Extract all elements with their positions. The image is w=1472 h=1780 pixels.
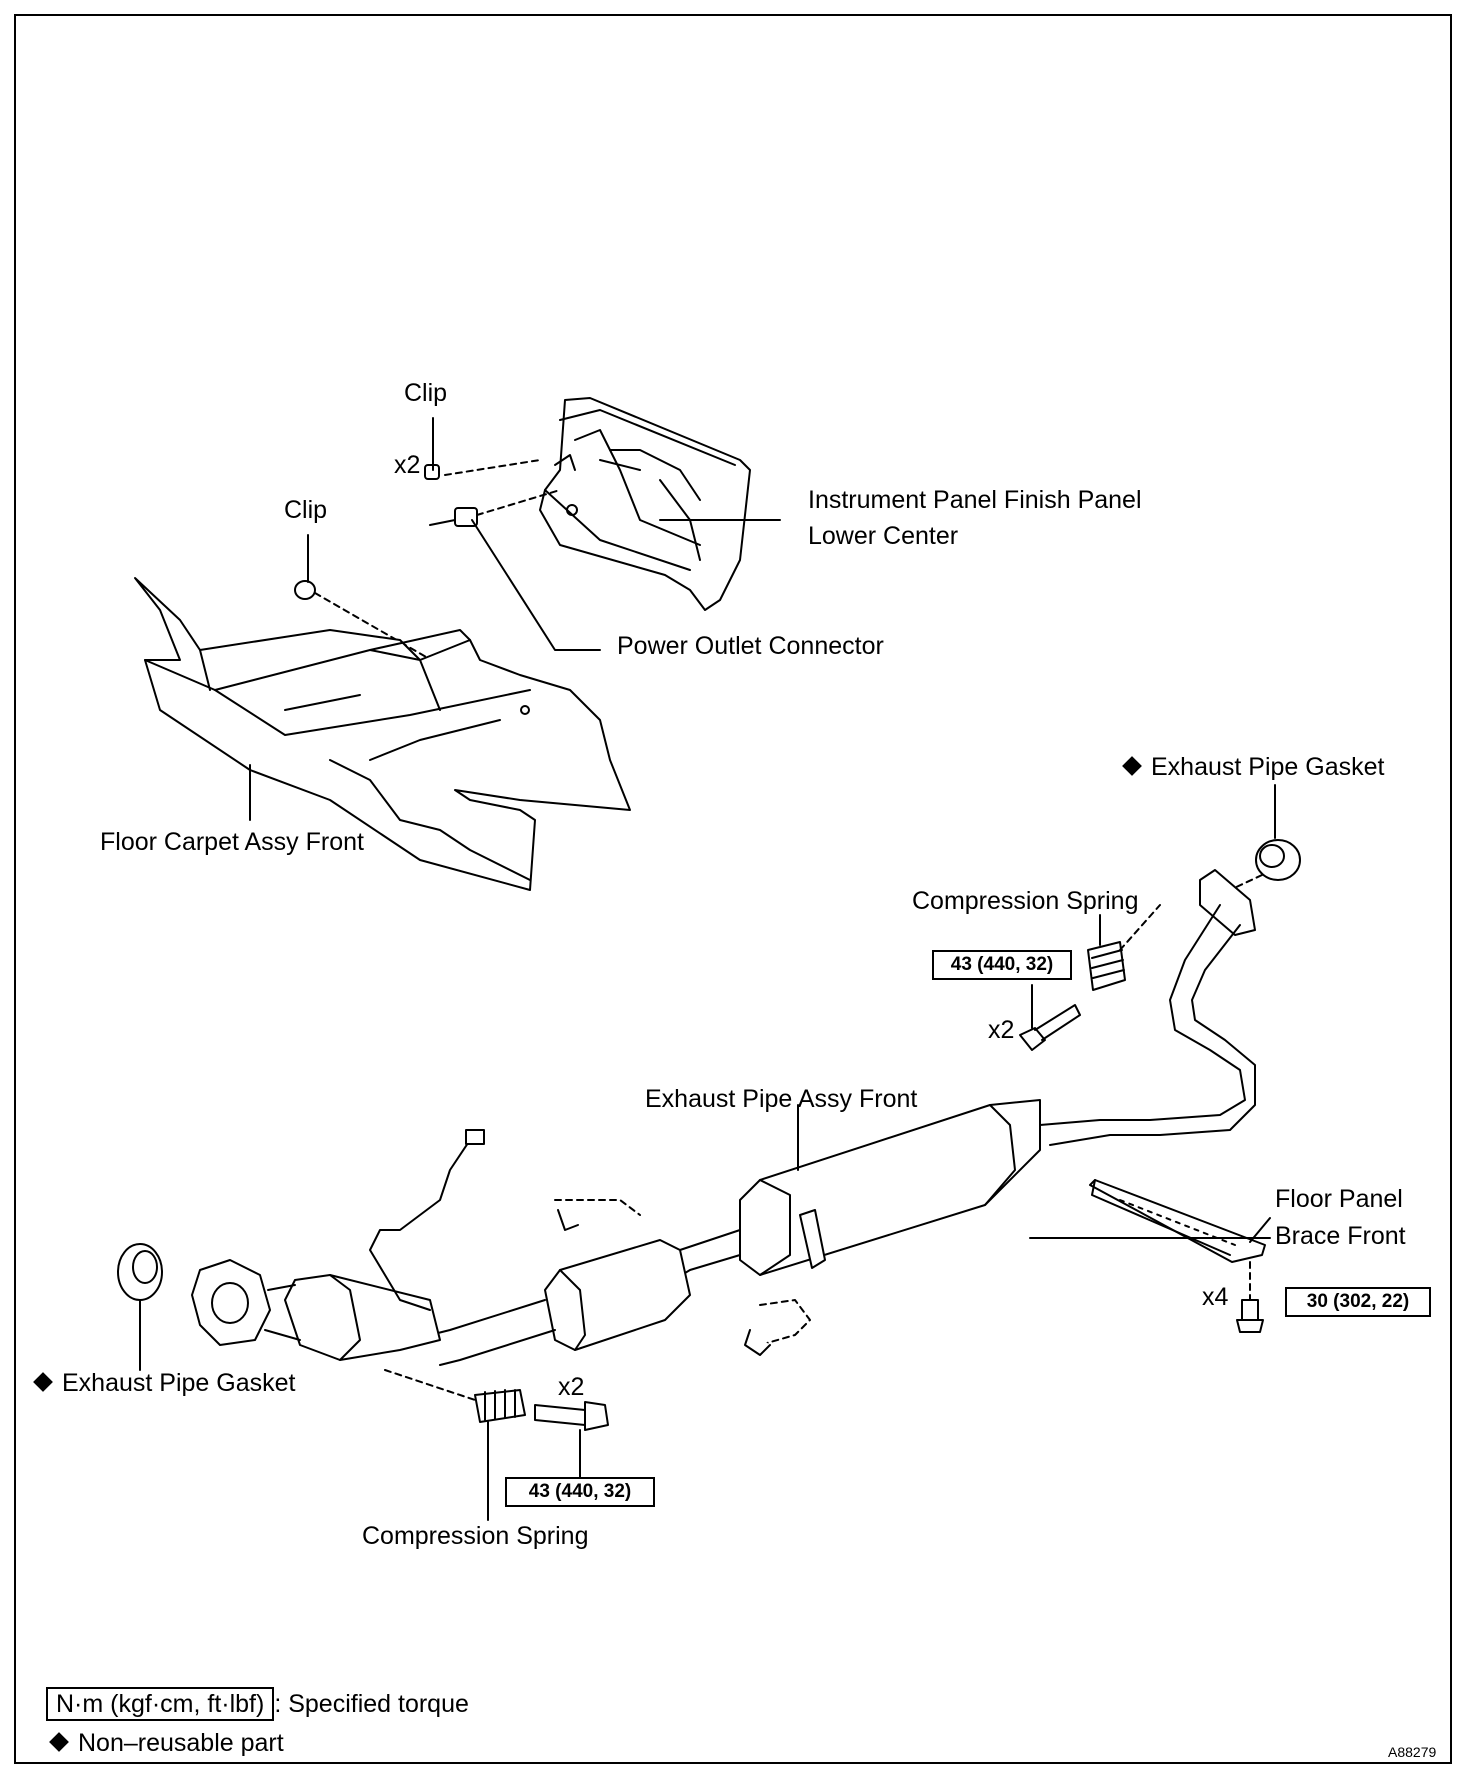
instrument-panel-part	[539, 397, 751, 611]
bolt-bottom-part	[534, 1401, 609, 1481]
exhaust-gasket-right-label: Exhaust Pipe Gasket	[1122, 752, 1384, 782]
non-reusable-icon	[1122, 756, 1142, 776]
compression-spring-bottom-label: Compression Spring	[362, 1522, 589, 1550]
compression-spring-top-part	[1087, 904, 1161, 991]
non-reusable-icon	[33, 1372, 53, 1392]
torque-bottom-bolt: 43 (440, 32)	[505, 1477, 655, 1507]
floor-carpet-part	[134, 577, 631, 891]
exhaust-pipe-assembly-part	[191, 869, 1256, 1366]
legend-torque: N·m (kgf·cm, ft·lbf): Specified torque	[46, 1687, 469, 1721]
bolt-top-part	[1019, 984, 1081, 1051]
legend-torque-units: N·m (kgf·cm, ft·lbf)	[46, 1687, 275, 1721]
brace-bolt-qty: x4	[1202, 1283, 1229, 1311]
clip-left-part	[294, 534, 441, 666]
instrument-panel-label-line2: Lower Center	[808, 522, 959, 550]
non-reusable-icon	[49, 1732, 69, 1752]
torque-brace-bolt: 30 (302, 22)	[1285, 1287, 1431, 1317]
exhaust-gasket-left-label: Exhaust Pipe Gasket	[33, 1368, 295, 1398]
clip-top-label: Clip	[404, 379, 448, 407]
clip-top-part	[424, 417, 541, 480]
floor-panel-brace-part	[1089, 1179, 1271, 1333]
figure-code: A88279	[1388, 1744, 1437, 1760]
floor-panel-brace-label-line2: Brace Front	[1275, 1222, 1406, 1250]
diagram-frame	[14, 14, 1452, 1764]
floor-carpet-label: Floor Carpet Assy Front	[100, 828, 364, 856]
bolt-bottom-qty: x2	[558, 1373, 585, 1401]
exhaust-gasket-left-part	[117, 1243, 163, 1371]
bolt-top-qty: x2	[988, 1016, 1015, 1044]
clip-left-label: Clip	[284, 496, 328, 524]
compression-spring-top-label: Compression Spring	[912, 887, 1139, 915]
power-outlet-connector-label: Power Outlet Connector	[617, 632, 884, 660]
torque-top-bolt: 43 (440, 32)	[932, 950, 1072, 980]
power-outlet-connector-part	[429, 489, 601, 651]
exhaust-gasket-right-part	[1229, 784, 1301, 891]
instrument-panel-label-line1: Instrument Panel Finish Panel	[808, 486, 1142, 514]
clip-top-qty: x2	[394, 451, 421, 479]
legend-torque-desc: : Specified torque	[274, 1690, 469, 1718]
floor-panel-brace-label-line1: Floor Panel	[1275, 1185, 1403, 1213]
legend-nonreusable: Non–reusable part	[49, 1728, 284, 1758]
compression-spring-bottom-part	[384, 1369, 526, 1521]
exhaust-pipe-assy-label: Exhaust Pipe Assy Front	[645, 1085, 918, 1113]
